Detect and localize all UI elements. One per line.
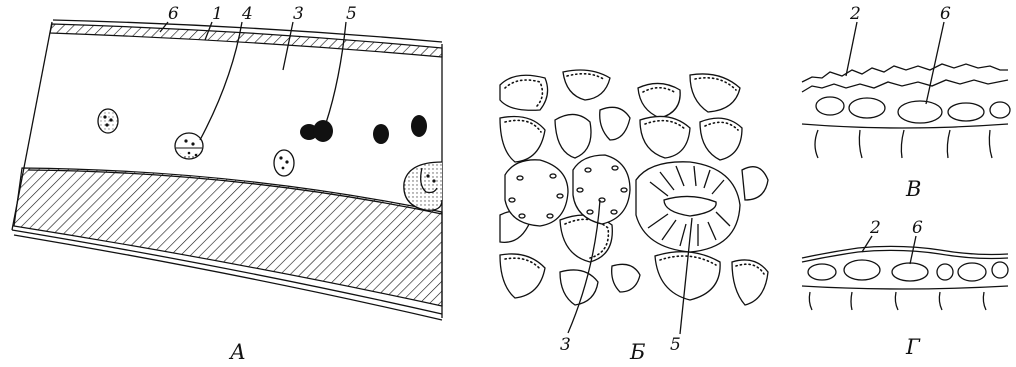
panel-label-b: Б [629, 340, 645, 364]
panel-label-v: В [905, 177, 921, 201]
epidermal-cells-v [802, 97, 1010, 158]
panel-v: 2 6 В [802, 4, 1010, 201]
radial-wall-cell [636, 162, 740, 252]
cell-wall-top [50, 24, 442, 57]
leader-v-2 [846, 22, 857, 76]
leader-a-3 [283, 22, 293, 70]
callout-b-3: 3 [560, 335, 571, 355]
granule-body-1 [98, 109, 118, 133]
leader-g-6 [910, 236, 916, 264]
dark-body-3 [373, 124, 389, 144]
panel-a: 6 1 4 3 5 А [12, 4, 442, 364]
epidermal-cells-g [802, 260, 1008, 310]
granule-body-2 [175, 133, 203, 159]
callout-v-2: 2 [849, 4, 861, 24]
cuticle-inner [802, 80, 1008, 92]
cell-wall-bottom [14, 168, 442, 306]
callout-a-4: 4 [241, 4, 253, 24]
leader-v-6 [926, 22, 944, 104]
dark-body-4 [411, 115, 427, 137]
granule-body-3 [274, 150, 294, 176]
vesicle-cell-left [505, 160, 568, 226]
dark-body-2 [313, 120, 333, 142]
callout-a-3: 3 [293, 4, 304, 24]
panel-label-a: А [228, 340, 246, 364]
callout-b-5: 5 [670, 335, 681, 355]
callout-g-6: 6 [912, 218, 923, 238]
leader-g-2 [862, 236, 872, 252]
callout-a-1: 1 [212, 4, 223, 24]
rough-cuticle [802, 64, 1008, 82]
callout-v-6: 6 [940, 4, 951, 24]
panel-g: 2 6 Г [802, 218, 1008, 359]
panel-label-g: Г [905, 335, 921, 359]
callout-g-2: 2 [869, 218, 881, 238]
panel-b: 3 5 Б [500, 70, 768, 364]
leader-a-5 [326, 22, 346, 123]
c-shaped-body [404, 162, 442, 210]
callout-a-6: 6 [168, 4, 179, 24]
callout-a-5: 5 [346, 4, 357, 24]
vesicle-cell-right [573, 155, 630, 224]
